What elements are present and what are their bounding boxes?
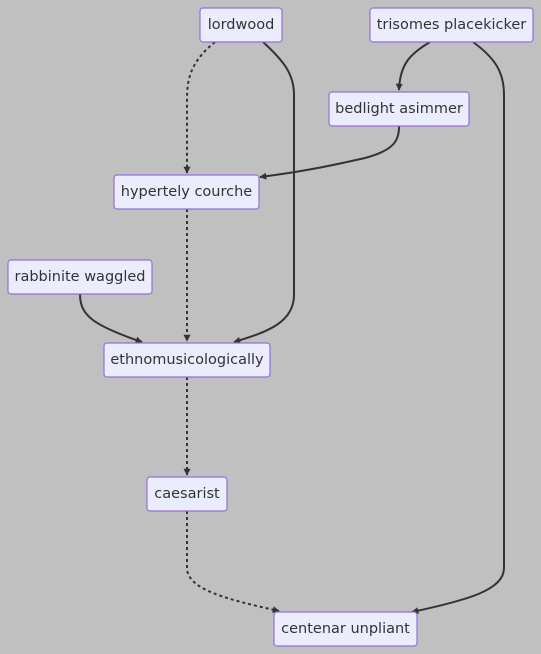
node-box: [328, 91, 470, 127]
edge-bedlight-to-hypertely: [259, 125, 400, 180]
edge-caesarist-to-centenar: [186, 511, 280, 614]
edge-trisomes-to-bedlight: [395, 41, 431, 91]
node-label: bedlight asimmer: [335, 101, 463, 117]
node-rabbinite: rabbinite waggled: [7, 259, 153, 295]
edge-trisomes-to-centenar: [411, 41, 505, 615]
node-box: [146, 476, 228, 512]
node-box: [103, 342, 271, 378]
node-label: trisomes placekicker: [377, 17, 527, 33]
node-box: [199, 7, 283, 43]
node-label: centenar unpliant: [281, 621, 410, 637]
node-bedlight: bedlight asimmer: [328, 91, 470, 127]
node-lordwood: lordwood: [199, 7, 283, 43]
edge-lordwood-to-ethno: [233, 41, 295, 344]
node-caesarist: caesarist: [146, 476, 228, 512]
nodes: lordwood trisomes placekicker bedlight asi…: [7, 7, 534, 647]
edges: [79, 41, 505, 615]
node-label: lordwood: [208, 17, 275, 33]
node-label: hypertely courche: [121, 184, 253, 200]
node-label: ethnomusicologically: [110, 352, 264, 368]
edge-rabbinite-to-ethno: [79, 293, 143, 344]
node-centenar: centenar unpliant: [273, 611, 418, 647]
node-box: [369, 7, 534, 43]
node-hypertely: hypertely courche: [113, 174, 260, 210]
node-box: [113, 174, 260, 210]
node-label: rabbinite waggled: [14, 269, 145, 285]
node-label: caesarist: [154, 486, 220, 502]
node-box: [273, 611, 418, 647]
edge-lordwood-to-hypertely: [183, 41, 216, 174]
node-ethno: ethnomusicologically: [103, 342, 271, 378]
node-box: [7, 259, 153, 295]
node-trisomes: trisomes placekicker: [369, 7, 534, 43]
